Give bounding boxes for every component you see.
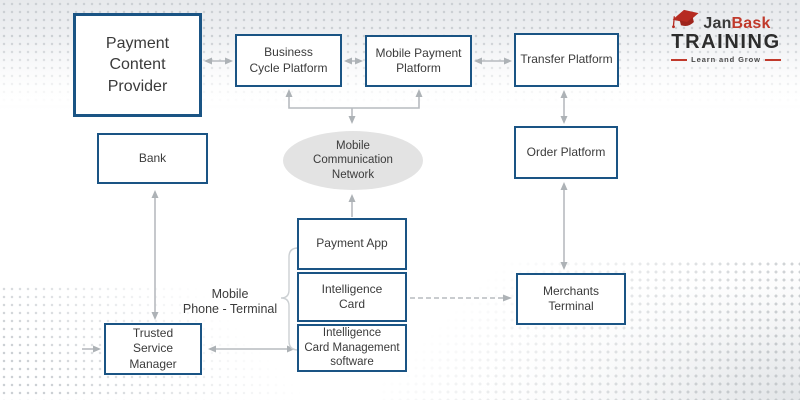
node-payment-content-provider: Payment Content Provider <box>73 13 202 117</box>
node-intelligence-card-management-software: Intelligence Card Management software <box>297 324 407 372</box>
arrow-bcp-mpp <box>344 57 363 65</box>
logo-text-training: TRAINING <box>671 31 781 53</box>
node-mobile-payment-platform: Mobile Payment Platform <box>365 35 472 87</box>
arrow-order-merchants <box>560 182 568 270</box>
arrow-transfer-order <box>560 90 568 124</box>
arrow-bank-tsm <box>151 190 159 320</box>
arrow-paymentapp-network <box>348 194 356 217</box>
logo-tagline: Learn and Grow <box>671 55 781 64</box>
node-intelligence-card: Intelligence Card <box>297 272 407 322</box>
arrow-card-merchants <box>410 294 512 302</box>
logo-text-jan: Jan <box>703 15 732 32</box>
node-order-platform: Order Platform <box>514 126 618 179</box>
node-merchants-terminal: Merchants Terminal <box>516 273 626 325</box>
node-mobile-communication-network: Mobile Communication Network <box>283 131 423 190</box>
background-dots-bottom-right <box>380 260 800 400</box>
arrow-stub-tsm <box>82 345 101 353</box>
logo-text-bask: Bask <box>731 15 771 32</box>
tagline-dash-right <box>764 58 781 61</box>
mobile-phone-terminal-brace <box>280 247 299 351</box>
arrow-tsm-icms <box>208 345 295 353</box>
node-trusted-service-manager: Trusted Service Manager <box>104 323 202 375</box>
node-transfer-platform: Transfer Platform <box>514 33 619 87</box>
node-business-cycle-platform: Business Cycle Platform <box>235 34 342 87</box>
arrow-pcp-bcp <box>204 57 233 65</box>
tagline-text: Learn and Grow <box>691 55 761 64</box>
tagline-dash-left <box>671 58 688 61</box>
graduation-cap-icon <box>672 9 699 29</box>
node-bank: Bank <box>97 133 208 184</box>
logo-brand-row: JanBask <box>671 8 770 33</box>
node-payment-app: Payment App <box>297 218 407 270</box>
arrow-mpp-transfer <box>474 57 512 65</box>
arrow-platforms-network-branch <box>285 89 423 124</box>
janbask-logo: JanBask TRAINING Learn and Grow <box>661 8 791 64</box>
mobile-phone-terminal-label: Mobile Phone - Terminal <box>182 287 278 317</box>
logo-wordmark: JanBask <box>703 15 770 33</box>
